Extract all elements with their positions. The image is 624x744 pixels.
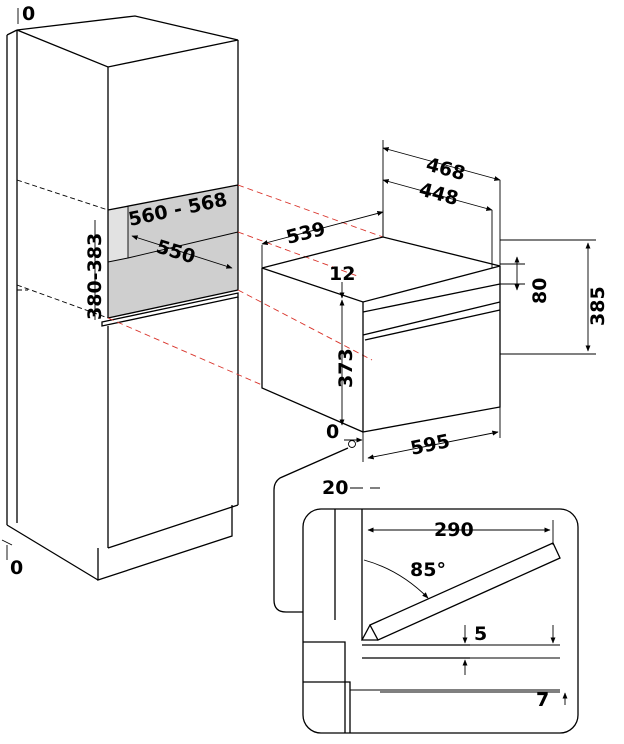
compact-oven bbox=[261, 236, 501, 433]
cabinet-base-edge bbox=[6, 524, 99, 581]
detail-reference-lines bbox=[350, 644, 560, 693]
oven-front-offset: 20 bbox=[322, 477, 348, 499]
oven-depth-label: 539 bbox=[284, 218, 328, 249]
detail-hinge bbox=[360, 624, 378, 641]
cabinet-top-clearance: 0 bbox=[22, 3, 35, 25]
cabinet-upper-front bbox=[107, 40, 239, 210]
tall-cabinet bbox=[1, 8, 239, 581]
oven-panel-height: 80 bbox=[529, 278, 551, 304]
detail-door bbox=[369, 542, 561, 641]
oven-width-inner: 448 bbox=[417, 179, 461, 211]
front-width-line bbox=[367, 430, 499, 460]
oven-body-height: 373 bbox=[335, 348, 357, 388]
oven-top-gap: 12 bbox=[329, 263, 355, 285]
niche-outline bbox=[107, 184, 239, 319]
detail-angle-arc bbox=[363, 559, 429, 599]
door-depth-label: 290 bbox=[434, 519, 474, 541]
detail-wall bbox=[334, 509, 363, 640]
front-width-extension bbox=[362, 407, 501, 462]
detail-frame bbox=[302, 508, 579, 734]
niche-height-label: 380-383 bbox=[84, 233, 106, 320]
bottom-zero-tick bbox=[1, 539, 13, 560]
total-height-extension bbox=[500, 239, 596, 355]
oven-control-panel bbox=[362, 283, 501, 336]
door-detail-view bbox=[302, 508, 579, 734]
niche-side-shade bbox=[108, 206, 128, 262]
cabinet-plinth bbox=[97, 505, 233, 581]
width-outer-line bbox=[382, 147, 501, 181]
detail-base-lines bbox=[362, 644, 470, 659]
oven-door-handle bbox=[364, 309, 501, 341]
oven-front bbox=[362, 266, 501, 433]
detail-shelf-edge bbox=[303, 641, 346, 733]
niche-inner-depth-line bbox=[131, 235, 233, 269]
oven-total-height: 385 bbox=[587, 286, 609, 326]
detail-marker bbox=[348, 440, 356, 448]
cabinet-hidden-edges bbox=[16, 179, 109, 319]
oven-bottom-gap: 0 bbox=[326, 421, 339, 443]
cabinet-bottom-clearance: 0 bbox=[10, 557, 23, 579]
cabinet-top bbox=[16, 15, 239, 68]
cabinet-lower-front bbox=[107, 297, 239, 549]
projection-lines bbox=[107, 184, 384, 386]
width-inner-line bbox=[382, 179, 493, 211]
panel-extension bbox=[500, 263, 525, 285]
oven-front-width: 595 bbox=[408, 430, 451, 460]
door-gap-lower: 7 bbox=[536, 689, 549, 711]
door-angle-label: 85° bbox=[410, 559, 446, 581]
oven-top bbox=[261, 236, 501, 303]
detail-shelf-lower bbox=[303, 681, 351, 733]
door-gap-upper: 5 bbox=[474, 623, 487, 645]
depth-dim-line bbox=[261, 211, 384, 245]
cabinet-side-panel bbox=[6, 29, 18, 525]
detail-connector bbox=[273, 447, 349, 613]
oven-side bbox=[261, 268, 364, 433]
